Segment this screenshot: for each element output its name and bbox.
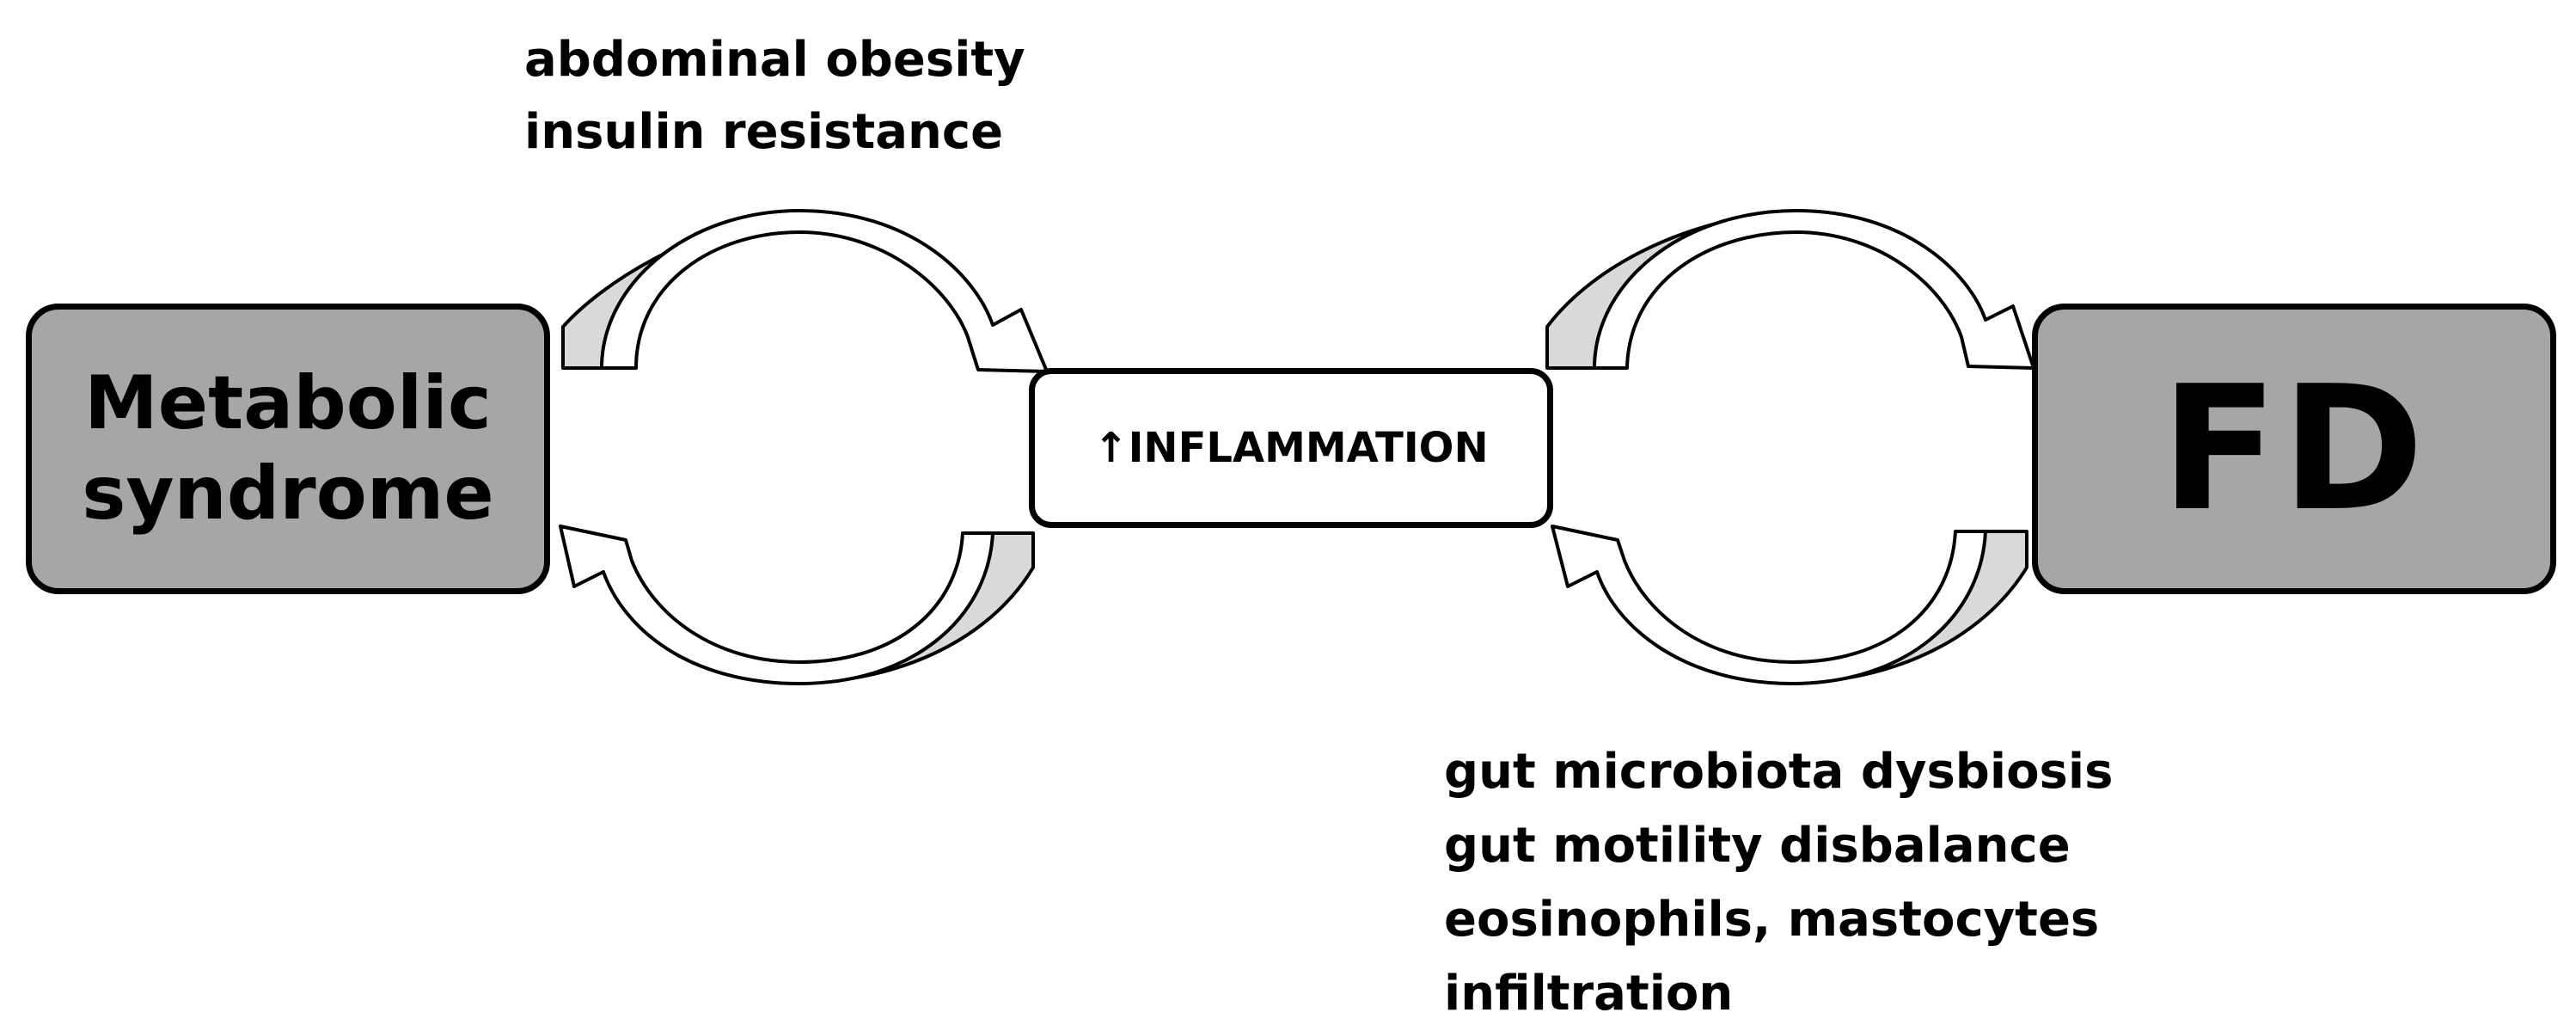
curved-arrow-icon-metabolic-to-inflammation-top [561,209,1049,373]
arrow-body [600,209,1049,373]
curved-arrow-icon-inflammation-to-fd-top [1545,209,2035,370]
metabolic-syndrome-node: Metabolic syndrome [26,304,550,594]
inflammation-node: ↑INFLAMMATION [1029,368,1553,528]
inflammation-label: INFLAMMATION [1128,424,1489,472]
fd-node: FD [2032,304,2556,594]
arrow-body [559,525,994,685]
bottom-factor-item: infiltration [1444,966,1734,1022]
curved-arrow-icon-fd-to-inflammation-bottom [1551,525,2028,685]
top-factors-list: abdominal obesity insulin resistance [524,24,1025,169]
metabolic-syndrome-line-1: Metabolic [84,360,492,447]
up-arrow-icon: ↑ [1093,424,1129,472]
curved-arrow-icon-inflammation-to-metabolic-bottom [559,525,1035,685]
metabolic-syndrome-label: Metabolic syndrome [82,359,493,539]
bottom-factors-list: gut microbiota dysbiosis gut motility di… [1444,735,2113,1031]
top-factor-item: insulin resistance [524,104,1004,160]
metabolic-syndrome-line-2: syndrome [82,451,494,537]
bottom-factor-item: eosinophils, mastocytes [1444,892,2100,948]
arrow-body [1551,525,1987,685]
bottom-factor-item: gut microbiota dysbiosis [1444,744,2114,800]
arrow-body [1593,209,2035,370]
bottom-factor-item: gut motility disbalance [1444,818,2071,874]
fd-label: FD [2160,348,2428,549]
top-factor-item: abdominal obesity [524,32,1025,88]
